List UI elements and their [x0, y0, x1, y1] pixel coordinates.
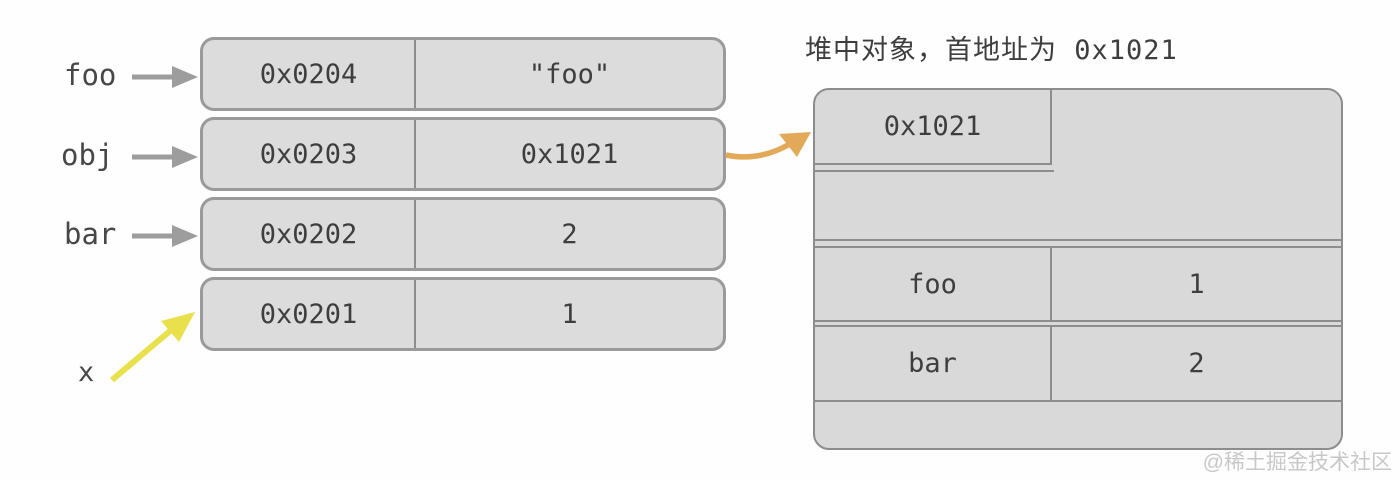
stack-pointer-label-bar: bar	[64, 217, 117, 251]
bar-pointer-arrow-icon	[132, 225, 198, 247]
stack-value-cell: 1	[561, 298, 578, 330]
stack-pointer-label-obj: obj	[61, 138, 114, 172]
foo-pointer-arrow-icon	[132, 66, 198, 88]
heap-object-box: 0x1021 foo 1 bar 2	[813, 88, 1343, 450]
heap-value-cell: 2	[1188, 348, 1205, 379]
heap-key-cell: bar	[815, 327, 1052, 400]
stack-pointer-label-x: x	[78, 357, 95, 388]
obj-pointer-arrow-icon	[132, 146, 198, 168]
heap-address-cell: 0x1021	[815, 90, 1052, 165]
stack-pointer-label-foo: foo	[64, 58, 117, 92]
stack-row-0x0202: 0x0202 2	[200, 197, 726, 271]
stack-value-cell: "foo"	[528, 58, 611, 90]
stack-address-cell: 0x0203	[203, 120, 416, 188]
watermark: @稀土掘金技术社区	[1202, 451, 1392, 474]
stack-address-cell: 0x0204	[203, 40, 416, 108]
stack-row-0x0201: 0x0201 1	[200, 277, 726, 351]
stack-address-cell: 0x0201	[203, 280, 416, 348]
heap-empty-region	[815, 90, 1341, 241]
stack-value-cell: 0x1021	[520, 138, 619, 170]
stack-address-cell: 0x0202	[203, 200, 416, 268]
heap-key-cell: foo	[815, 248, 1052, 320]
heap-row-foo: foo 1	[815, 246, 1341, 322]
stack-value-cell: 2	[561, 218, 578, 250]
stack-row-0x0203: 0x0203 0x1021	[200, 117, 726, 191]
heap-title: 堆中对象，首地址为 0x1021	[805, 35, 1178, 66]
obj-to-heap-reference-arrow-icon	[725, 132, 811, 160]
stack-row-0x0204: 0x0204 "foo"	[200, 37, 726, 111]
heap-row-bar: bar 2	[815, 325, 1341, 402]
x-pointer-arrow-icon	[110, 312, 195, 383]
heap-value-cell: 1	[1188, 268, 1205, 300]
heap-header-underline	[815, 170, 1054, 172]
